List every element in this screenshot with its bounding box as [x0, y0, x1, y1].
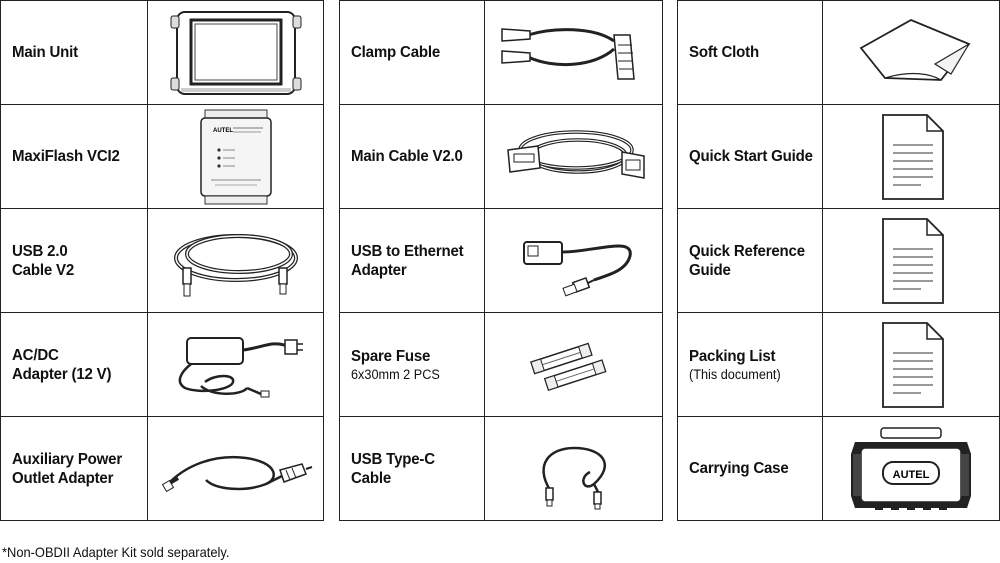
item-name: USB to Ethernet Adapter [351, 242, 464, 279]
item-name: Quick Reference Guide [689, 242, 805, 279]
item-name: Main Cable V2.0 [351, 148, 463, 165]
cloth-icon [859, 18, 971, 81]
table-row: Clamp Cable [339, 0, 663, 105]
table-row: Main Cable V2.0 [339, 104, 663, 209]
fuse-icon [529, 342, 607, 391]
item-note: (This document) [689, 366, 781, 382]
table-row: Main Unit [0, 0, 324, 105]
item-name: Soft Cloth [689, 44, 759, 61]
footnote: *Non-OBDII Adapter Kit sold separately. [2, 544, 230, 560]
item-name: Auxiliary Power Outlet Adapter [12, 450, 123, 487]
tablet-icon [170, 10, 301, 95]
table-row: USB to Ethernet Adapter [339, 208, 663, 313]
clamp-cable-icon [500, 27, 635, 80]
usb-cable-icon [173, 233, 298, 296]
table-row: MaxiFlash VCI2 AUTEL [0, 104, 324, 209]
obd-cable-icon [506, 129, 645, 179]
document-icon [882, 321, 944, 408]
power-adapter-icon [178, 336, 303, 397]
document-icon [882, 113, 944, 200]
item-name: Carrying Case [689, 460, 789, 477]
usb-c-cable-icon [542, 446, 606, 509]
svg-text:AUTEL: AUTEL [213, 128, 233, 134]
table-row: USB 2.0 Cable V2 [0, 208, 324, 313]
table-row: Soft Cloth [677, 0, 1000, 105]
table-row: USB Type-C Cable [339, 416, 663, 521]
item-name: USB 2.0 Cable V2 [12, 242, 75, 279]
packing-table-column-2: Clamp Cable Main Cable V2.0 [339, 0, 663, 521]
item-name: Spare Fuse [351, 347, 431, 365]
vci-device-icon: AUTEL [199, 109, 272, 204]
item-name: AC/DC Adapter (12 V) [12, 346, 112, 383]
packing-table-column-3: Soft Cloth Quick Start Guide Quick Refer… [677, 0, 1000, 521]
item-name: Packing List [689, 347, 776, 365]
item-name: Quick Start Guide [689, 148, 813, 165]
item-name: Clamp Cable [351, 44, 441, 61]
item-name: Main Unit [12, 44, 78, 61]
table-row: Carrying Case AUTEL [677, 416, 1000, 521]
document-icon [882, 217, 944, 304]
table-row: Packing List (This document) [677, 312, 1000, 417]
table-row: Quick Reference Guide [677, 208, 1000, 313]
table-row: AC/DC Adapter (12 V) [0, 312, 324, 417]
svg-text:AUTEL: AUTEL [893, 469, 930, 481]
item-name: USB Type-C Cable [351, 450, 435, 487]
item-name: MaxiFlash VCI2 [12, 148, 120, 165]
carrying-case-icon: AUTEL [851, 426, 971, 510]
ethernet-adapter-icon [522, 240, 632, 296]
packing-table-column-1: Main Unit MaxiFlash VCI2 AUTEL [0, 0, 324, 521]
table-row: Quick Start Guide [677, 104, 1000, 209]
table-row: Spare Fuse 6x30mm 2 PCS [339, 312, 663, 417]
table-row: Auxiliary Power Outlet Adapter [0, 416, 324, 521]
item-note: 6x30mm 2 PCS [351, 366, 440, 382]
cigarette-adapter-icon [161, 455, 312, 492]
